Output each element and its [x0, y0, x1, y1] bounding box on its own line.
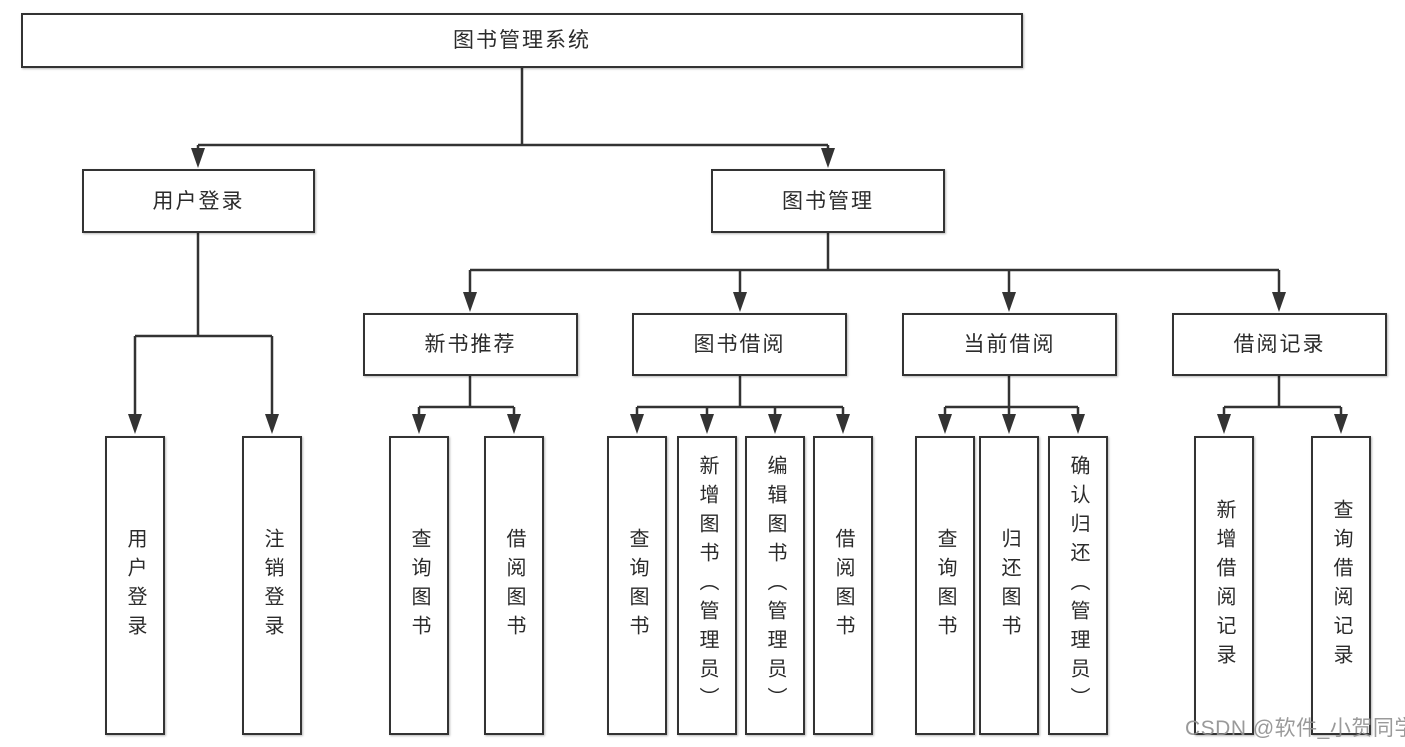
node-root: 图书管理系统 — [21, 13, 1023, 68]
arrowhead — [733, 292, 747, 312]
arrowhead — [412, 414, 426, 434]
leaf-cb-return-books-label: 归还图书 — [998, 527, 1020, 644]
leaf-br-query-record: 查询借阅记录 — [1311, 436, 1371, 735]
arrowhead — [1217, 414, 1231, 434]
arrowhead — [938, 414, 952, 434]
leaf-bb-borrow-books: 借阅图书 — [813, 436, 873, 735]
node-current-borrowing-label: 当前借阅 — [963, 333, 1056, 356]
node-borrowing-records-label: 借阅记录 — [1233, 333, 1326, 356]
arrowhead — [768, 414, 782, 434]
node-book-management-label: 图书管理 — [782, 189, 874, 213]
leaf-bb-borrow-books-label: 借阅图书 — [832, 527, 854, 644]
arrowhead — [700, 414, 714, 434]
leaf-nb-query-books-label: 查询图书 — [408, 527, 430, 644]
arrowhead — [1334, 414, 1348, 434]
leaf-nb-query-books: 查询图书 — [389, 436, 449, 735]
leaf-nb-borrow-books-label: 借阅图书 — [503, 527, 525, 644]
arrowhead — [507, 414, 521, 434]
arrowhead — [1071, 414, 1085, 434]
node-new-book-recommend: 新书推荐 — [363, 313, 578, 376]
watermark: CSDN @软件_小贺同学 — [1185, 717, 1405, 740]
node-book-borrowing-label: 图书借阅 — [693, 333, 786, 356]
leaf-br-add-record: 新增借阅记录 — [1194, 436, 1254, 735]
leaf-user-login: 用户登录 — [105, 436, 165, 735]
arrowhead — [1002, 414, 1016, 434]
leaf-bb-query-books-label: 查询图书 — [626, 527, 648, 644]
leaf-nb-borrow-books: 借阅图书 — [484, 436, 544, 735]
arrowhead — [1002, 292, 1016, 312]
leaf-cb-confirm-return-label: 确认归还（管理员） — [1067, 455, 1089, 716]
leaf-bb-add-books-label: 新增图书（管理员） — [696, 455, 718, 716]
arrowhead — [821, 148, 835, 168]
node-borrowing-records: 借阅记录 — [1172, 313, 1387, 376]
leaf-br-add-record-label: 新增借阅记录 — [1213, 498, 1235, 673]
leaf-bb-add-books: 新增图书（管理员） — [677, 436, 737, 735]
arrowhead — [836, 414, 850, 434]
leaf-cb-query-books-label: 查询图书 — [934, 527, 956, 644]
arrowhead — [463, 292, 477, 312]
leaf-cb-return-books: 归还图书 — [979, 436, 1039, 735]
arrowhead — [128, 414, 142, 434]
arrowhead — [191, 148, 205, 168]
node-current-borrowing: 当前借阅 — [902, 313, 1117, 376]
node-new-book-recommend-label: 新书推荐 — [424, 333, 517, 356]
leaf-logout: 注销登录 — [242, 436, 302, 735]
leaf-bb-query-books: 查询图书 — [607, 436, 667, 735]
arrowhead — [1272, 292, 1286, 312]
node-book-management: 图书管理 — [711, 169, 945, 233]
leaf-logout-label: 注销登录 — [261, 527, 283, 644]
leaf-cb-confirm-return: 确认归还（管理员） — [1048, 436, 1108, 735]
node-user-login: 用户登录 — [82, 169, 315, 233]
leaf-bb-edit-books: 编辑图书（管理员） — [745, 436, 805, 735]
node-book-borrowing: 图书借阅 — [632, 313, 847, 376]
leaf-cb-query-books: 查询图书 — [915, 436, 975, 735]
leaf-user-login-label: 用户登录 — [124, 527, 146, 644]
arrowhead — [265, 414, 279, 434]
leaf-br-query-record-label: 查询借阅记录 — [1330, 498, 1352, 673]
node-root-label: 图书管理系统 — [453, 29, 591, 52]
leaf-bb-edit-books-label: 编辑图书（管理员） — [764, 455, 786, 716]
node-user-login-label: 用户登录 — [152, 189, 245, 213]
arrowhead — [630, 414, 644, 434]
